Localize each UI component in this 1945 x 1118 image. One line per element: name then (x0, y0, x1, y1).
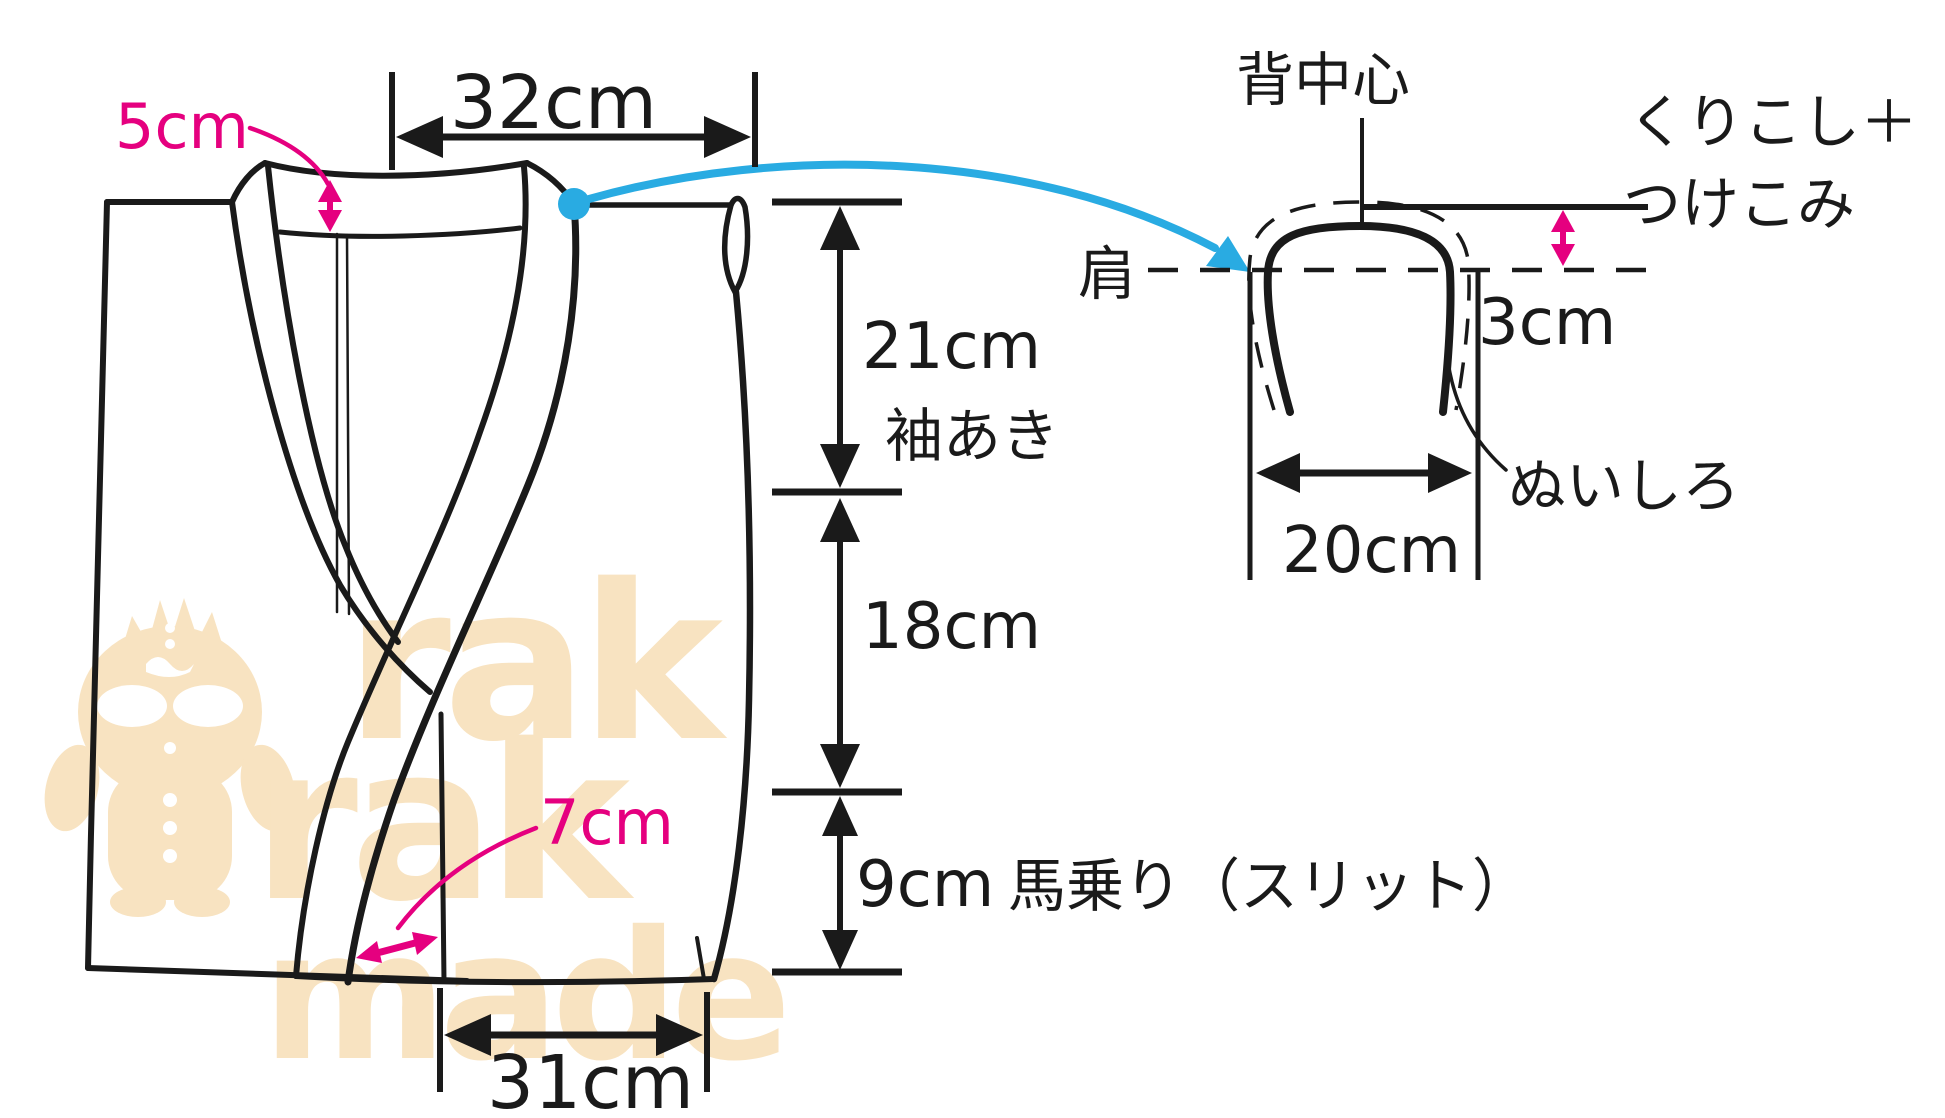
collar-band-top (262, 160, 530, 179)
seam-allowance-pointer (1446, 360, 1508, 472)
arrowhead-left (1256, 453, 1300, 493)
garment-front-diagram (85, 160, 754, 986)
left-panel-front-edge (438, 711, 447, 984)
sleeve-opening-value: 21cm (862, 310, 1041, 384)
left-lapel-outer-edge (229, 199, 433, 695)
watermark-text: rak rak made (252, 538, 792, 1100)
arrowhead-left (396, 116, 443, 158)
watermark-row-2: rak (252, 698, 635, 949)
neckline-detail-diagram: 背中心 肩 3cm くりこし＋ つけこみ 20cm (1078, 46, 1918, 588)
dimension-column: 21cm 袖あき 18cm 9cm 馬乗り（スリット） (772, 198, 1530, 976)
dimension-rise: 3cm (1478, 210, 1616, 360)
kurikoshi-label-line2: つけこみ (1623, 170, 1855, 238)
arrowhead-up (1551, 210, 1575, 232)
collar-depth-label: 5cm (115, 90, 249, 163)
collar-point-blue-dot (558, 188, 590, 220)
blue-connector-arrowhead (1206, 236, 1250, 272)
arrowhead-down (318, 210, 342, 232)
seam-allowance-label: ぬいしろ (1508, 452, 1740, 520)
right-lapel-inner-edge (293, 164, 529, 979)
seam-allowance-callout: ぬいしろ (1446, 360, 1740, 520)
dimension-neck-width: 20cm (1256, 453, 1472, 588)
arrowhead-up (820, 498, 860, 542)
collar-left-edge (229, 160, 268, 205)
front-overlap-pointer (395, 825, 539, 931)
right-lapel-outer-edge (344, 200, 580, 986)
arrowhead-left (444, 1014, 491, 1056)
left-lapel-inner-edge (265, 163, 401, 645)
arrowhead-down (820, 744, 860, 788)
arrowhead-up (822, 796, 858, 836)
right-sleeve-fold (722, 195, 751, 298)
dimension-slit: 9cm 馬乗り（スリット） (822, 796, 1530, 970)
arrowhead-left (356, 941, 382, 963)
slit-value: 9cm (856, 848, 994, 922)
left-body-edge (85, 199, 110, 971)
arrowhead-down (1551, 244, 1575, 266)
dimension-top-width: 32cm (389, 60, 758, 170)
watermark: rak rak made (44, 538, 792, 1100)
collar-band-bottom (277, 225, 523, 239)
shoulder-label: 肩 (1078, 240, 1136, 308)
front-overlap-label: 7cm (540, 786, 674, 859)
watermark-row-1: rak (345, 538, 728, 789)
dimension-sleeve-opening: 21cm 袖あき (820, 206, 1059, 488)
hem-width-label: 31cm (487, 1040, 694, 1118)
dimension-collar-depth: 5cm (115, 90, 342, 232)
mid-length-label: 18cm (862, 590, 1041, 664)
front-overlap-arrow-line (376, 939, 416, 957)
arrowhead-down (820, 444, 860, 488)
neckline-connector (558, 160, 1250, 272)
arrowhead-right (1428, 453, 1472, 493)
hem-fold-line (695, 936, 706, 981)
watermark-character (44, 598, 296, 917)
arrowhead-up (318, 180, 342, 202)
kurikoshi-label-line1: くりこし＋ (1628, 88, 1918, 156)
neckline-dome (1263, 221, 1455, 416)
back-center-label: 背中心 (1236, 46, 1410, 114)
dimension-front-overlap: 7cm (356, 786, 674, 963)
top-width-label: 32cm (450, 60, 657, 146)
arrowhead-right (412, 932, 438, 955)
slit-name: 馬乗り（スリット） (1008, 852, 1530, 920)
arrowhead-right (704, 116, 751, 158)
right-panel-hem (293, 973, 717, 986)
dimension-hem-width: 31cm (437, 988, 710, 1118)
sleeve-opening-name: 袖あき (885, 402, 1059, 470)
arrowhead-up (820, 206, 860, 250)
arrowhead-down (822, 930, 858, 970)
right-body-edge (710, 288, 754, 983)
blue-connector-curve (585, 160, 1219, 252)
rise-label: 3cm (1478, 286, 1616, 360)
collar-depth-pointer (247, 125, 331, 187)
watermark-row-3: made (262, 893, 784, 1100)
dimension-mid-length: 18cm (820, 498, 1041, 788)
arrowhead-right (656, 1014, 703, 1056)
neck-width-label: 20cm (1282, 514, 1461, 588)
